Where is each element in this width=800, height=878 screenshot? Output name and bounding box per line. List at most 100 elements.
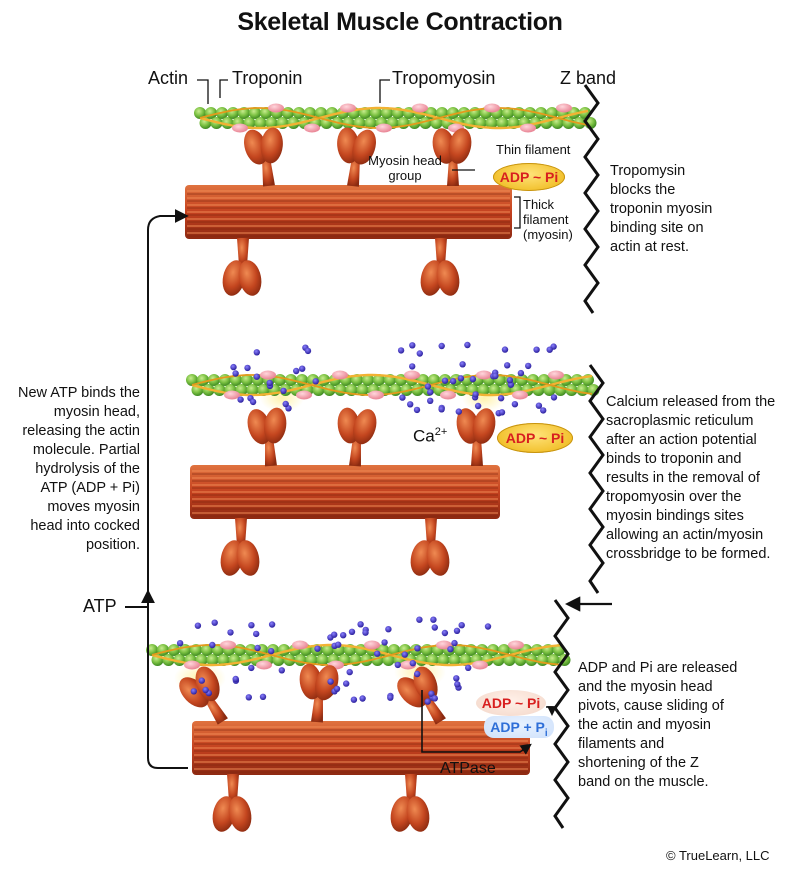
tropomyosin-strand <box>199 107 589 129</box>
troponin-complex <box>412 103 428 113</box>
calcium-ion <box>454 681 461 688</box>
calcium-ion <box>533 346 540 353</box>
calcium-ion <box>346 668 353 676</box>
calcium-ion <box>407 401 414 408</box>
calcium-ion <box>268 647 275 655</box>
tropomyosin-leader <box>379 79 390 103</box>
calcium-ion <box>335 641 342 648</box>
calcium-ion <box>230 363 237 371</box>
calcium-ion <box>535 402 543 409</box>
actin-bead <box>485 117 498 129</box>
tropomyosin-strand <box>151 644 561 666</box>
adp-plus-pi-text: ADP + P <box>490 719 545 735</box>
z-band-line-1 <box>583 84 600 314</box>
myosin-neck <box>237 238 249 266</box>
tropomyosin-label: Tropomyosin <box>392 68 496 88</box>
calcium-ion <box>194 622 202 629</box>
troponin-complex <box>512 390 528 400</box>
calcium-ion <box>416 616 423 623</box>
calcium-ion <box>427 389 434 396</box>
troponin-complex <box>472 660 488 670</box>
atpase-label: ATPase <box>440 760 496 777</box>
calcium-ion <box>424 698 431 705</box>
myosin-head-stage1-c <box>222 238 262 296</box>
calcium-ion <box>254 644 261 652</box>
actin-bead <box>249 107 261 119</box>
actin-bead <box>364 117 377 129</box>
calcium-ion <box>253 349 260 356</box>
actin-bead <box>362 374 374 386</box>
actin-filament-stage3 <box>146 640 571 670</box>
description-line: crossbridge to be formed. <box>606 546 771 562</box>
troponin-complex <box>224 390 240 400</box>
stage2-description: Calcium released from the sacroplasmic r… <box>606 393 775 564</box>
myosin-neck <box>471 438 483 466</box>
thin-filament-label: Thin filament <box>496 142 571 157</box>
calcium-ion <box>459 361 466 368</box>
calcium-ion <box>441 629 449 637</box>
description-line: filaments and <box>578 736 665 752</box>
thick-filament-label-line: Thick <box>523 197 555 212</box>
myosin-head-lobe <box>260 127 283 164</box>
troponin-complex <box>440 390 456 400</box>
cycle-arrow <box>147 209 189 769</box>
troponin-complex <box>520 123 536 133</box>
description-line: pivots, cause sliding of <box>578 698 724 714</box>
actin-bead <box>437 654 450 666</box>
myosin-head-lobe <box>236 540 260 576</box>
myosin-head-lobe <box>406 796 430 832</box>
calcium-ion <box>343 680 350 687</box>
troponin-complex <box>296 390 312 400</box>
troponin-complex <box>304 123 320 133</box>
actin-bead <box>458 107 470 119</box>
actin-leader <box>197 79 209 104</box>
calcium-ion <box>299 365 306 372</box>
calcium-ion <box>409 342 416 349</box>
myosin-neck <box>405 774 417 802</box>
calcium-ion <box>348 628 356 635</box>
actin-bead <box>265 117 278 129</box>
calcium-ion <box>362 629 369 636</box>
description-line: releasing the actin <box>22 423 140 439</box>
troponin-complex <box>256 660 272 670</box>
tropomyosin-strand <box>191 373 593 397</box>
actin-filament-stage2 <box>186 370 600 400</box>
calcium-ion <box>245 694 252 701</box>
calcium-ion <box>449 378 457 385</box>
troponin-complex <box>404 370 420 380</box>
myosin-head-lobe <box>195 666 220 702</box>
calcium-ion <box>278 667 285 674</box>
calcium-ion <box>427 397 434 404</box>
description-line: blocks the <box>610 182 676 198</box>
actin-bead <box>360 654 373 666</box>
actin-bead <box>496 117 509 129</box>
calcium-ion <box>253 373 260 380</box>
myosin-head-lobe <box>353 409 377 445</box>
description-line: hydrolysis of the <box>35 461 140 477</box>
calcium-ion <box>357 621 364 628</box>
calcium-ion <box>209 641 216 649</box>
adp-pi-badge-stage2: ADP ~ Pi <box>497 423 573 453</box>
description-line: myosin bindings sites <box>606 508 744 524</box>
myosin-neck <box>447 158 459 186</box>
myosin-head-lobe <box>426 540 450 576</box>
troponin-complex <box>484 103 500 113</box>
calcium-ion <box>381 639 388 646</box>
myosin-neck <box>425 518 437 546</box>
description-line: allowing an actin/myosin <box>606 527 764 543</box>
thick-filament-stage1 <box>185 185 512 239</box>
calcium-charge: 2+ <box>434 426 448 438</box>
calcium-ion <box>385 626 392 633</box>
actin-bead <box>217 654 230 666</box>
calcium-ion <box>430 616 437 623</box>
myosin-head-lobe <box>247 409 271 445</box>
calcium-ion <box>409 660 416 667</box>
calcium-ion <box>312 378 319 385</box>
calcium-ion <box>248 664 255 672</box>
troponin-complex <box>184 660 200 670</box>
calcium-ion <box>431 624 438 631</box>
calcium-ion <box>465 664 472 671</box>
adp-plus-pi-subscript: i <box>544 727 548 739</box>
description-line: after an action potential <box>606 432 757 448</box>
